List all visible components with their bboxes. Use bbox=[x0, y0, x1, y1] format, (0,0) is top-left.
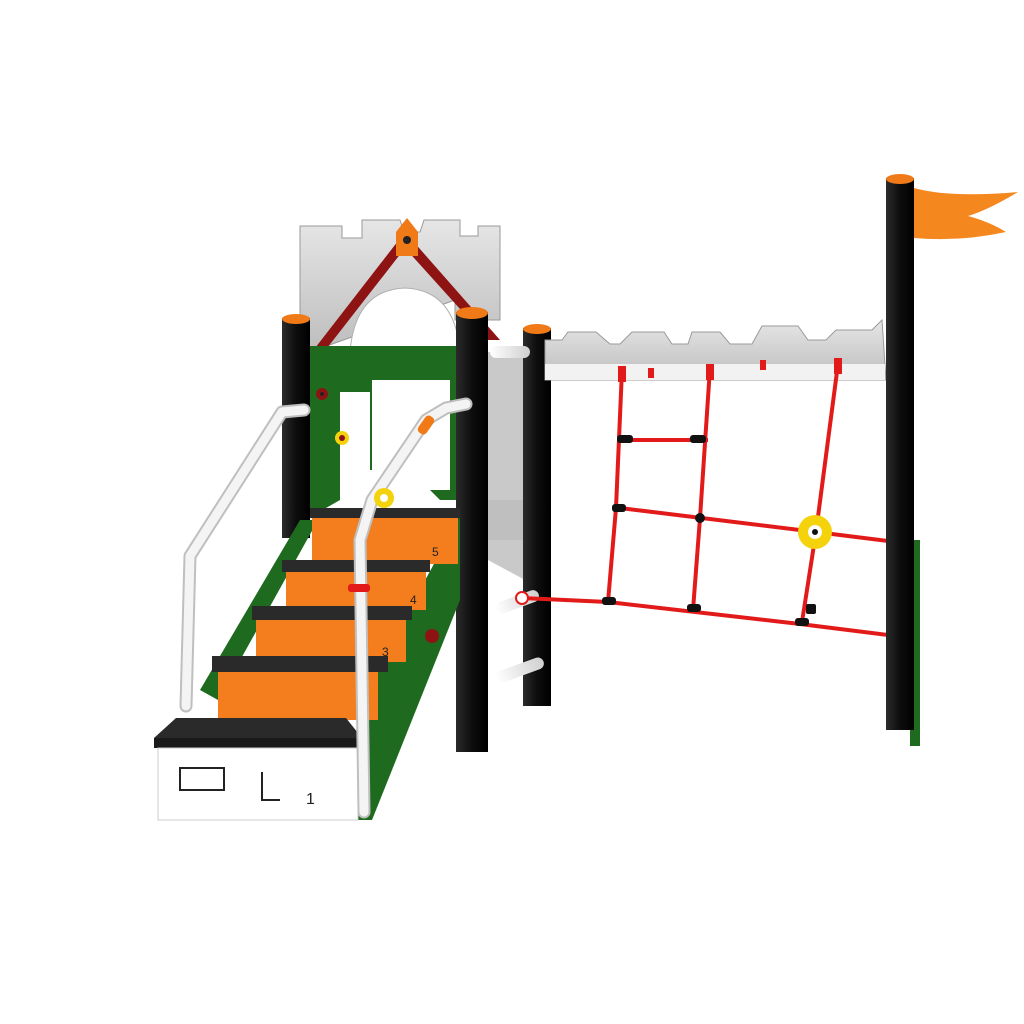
orange-flag-icon bbox=[914, 188, 1018, 240]
step-3: 3 bbox=[252, 606, 412, 662]
post-front-right bbox=[456, 312, 488, 752]
beam-bottom-strip bbox=[545, 364, 885, 380]
rail-clamp-icon bbox=[348, 584, 370, 592]
eyelet bbox=[515, 591, 529, 605]
rope-hangers bbox=[618, 358, 842, 382]
post-cap bbox=[523, 324, 551, 334]
arch-opening bbox=[349, 287, 461, 353]
flower-icon bbox=[316, 388, 328, 400]
tower bbox=[282, 218, 551, 706]
rail-clamp-icon bbox=[417, 415, 435, 435]
climbing-net-assembly bbox=[515, 318, 909, 646]
birdhouse-icon bbox=[396, 218, 418, 256]
rope-connectors bbox=[602, 435, 816, 626]
stair-stringer-right bbox=[352, 516, 460, 820]
step-5: 5 bbox=[310, 508, 460, 564]
post-cap bbox=[456, 307, 488, 319]
flag-pole-assembly bbox=[886, 174, 1018, 746]
staircase: 5 4 3 1 bbox=[154, 508, 460, 821]
step-2 bbox=[212, 656, 388, 720]
red-knob-icon bbox=[425, 629, 439, 643]
post-cap bbox=[886, 174, 914, 184]
grey-side-panel bbox=[488, 352, 525, 580]
green-pole-panel bbox=[910, 540, 920, 746]
flower-icon bbox=[335, 431, 349, 445]
post-cap bbox=[282, 314, 310, 324]
flag-pole bbox=[886, 178, 914, 730]
post-back-right bbox=[523, 328, 551, 706]
side-rail-bottom bbox=[496, 657, 544, 683]
yellow-grip-knob-icon bbox=[374, 488, 394, 508]
step-number: 5 bbox=[432, 545, 439, 559]
step-1: 1 bbox=[154, 718, 362, 821]
side-rail-top bbox=[490, 346, 530, 358]
rope-net bbox=[521, 363, 897, 638]
red-roof bbox=[312, 232, 500, 352]
step-number: 1 bbox=[306, 791, 315, 808]
step-number: 4 bbox=[410, 593, 417, 607]
step-number: 3 bbox=[382, 645, 389, 659]
yellow-grip-knob-icon bbox=[798, 515, 832, 549]
post-back-left bbox=[282, 318, 310, 538]
